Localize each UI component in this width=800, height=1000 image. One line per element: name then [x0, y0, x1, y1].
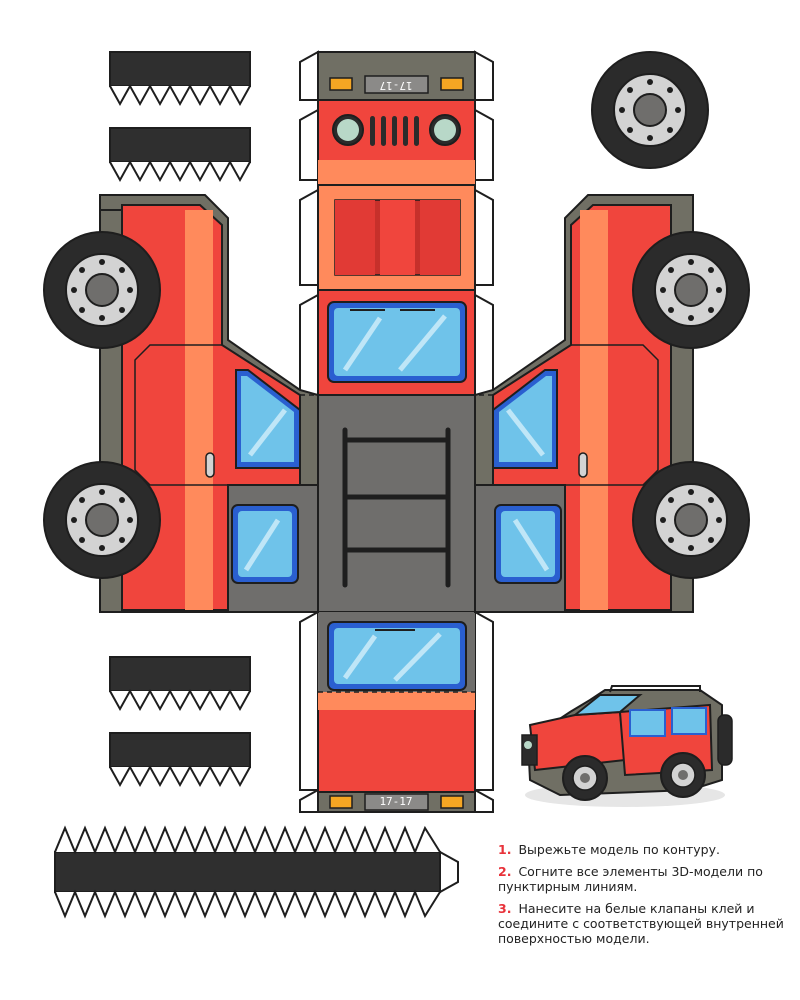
rear-window-panel — [317, 611, 476, 793]
instruction-step: 1. Вырежьте модель по контуру. — [498, 842, 794, 857]
roof-rack — [342, 427, 451, 588]
instructions-list: 1. Вырежьте модель по контуру. 2. Согнит… — [498, 842, 794, 953]
long-glue-strip — [54, 825, 459, 919]
front-plate-text: 17-17 — [379, 795, 412, 808]
step-text: Вырежьте модель по контуру. — [518, 842, 720, 857]
instruction-step: 3. Нанесите на белые клапаны клей и соед… — [498, 901, 794, 946]
step-number: 1. — [498, 842, 512, 857]
windshield-panel — [317, 289, 476, 396]
step-number: 3. — [498, 901, 512, 916]
instruction-step: 2. Согните все элементы 3D-модели по пун… — [498, 864, 794, 894]
right-side-panel — [474, 194, 750, 613]
left-wheel-bottom — [43, 461, 161, 579]
front-bumper-panel: 17-17 — [317, 791, 476, 813]
assembled-car-illustration — [521, 685, 733, 807]
rear-panel: 17-17 — [317, 51, 476, 101]
glue-tab-strip — [109, 656, 251, 712]
glue-tab-strip — [109, 127, 251, 183]
glue-tab-strip — [109, 51, 251, 107]
spare-wheel — [591, 51, 709, 169]
roof-panel — [317, 394, 476, 613]
step-text: Нанесите на белые клапаны клей и соедини… — [498, 901, 784, 946]
grille-slots — [370, 116, 419, 146]
step-number: 2. — [498, 864, 512, 879]
step-text: Согните все элементы 3D-модели по пункти… — [498, 864, 763, 894]
hood-panel — [317, 184, 476, 291]
front-grille-panel — [317, 99, 476, 186]
central-strip-tabs — [299, 50, 494, 813]
glue-tab-strip — [109, 732, 251, 788]
rear-plate-text: 17-17 — [379, 79, 412, 92]
left-wheel-top — [43, 231, 161, 349]
